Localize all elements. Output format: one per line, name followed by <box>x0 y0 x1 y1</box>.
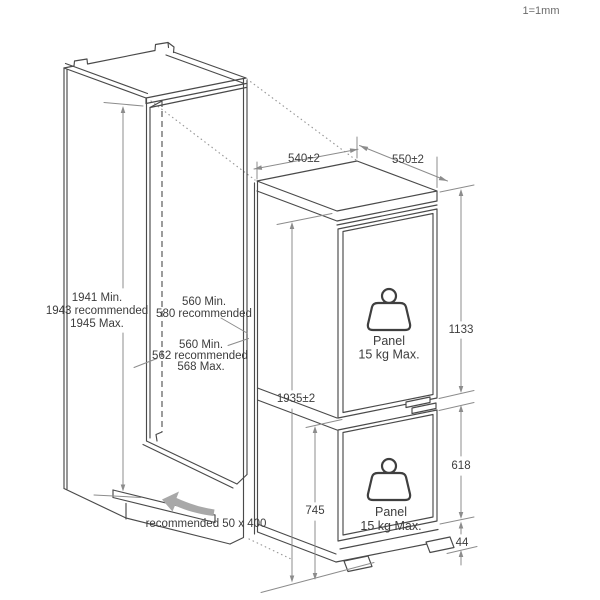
lower-section-height-label: 745 <box>305 505 324 517</box>
lower-door <box>337 409 438 542</box>
dimension-niche-inner-depth: 560 Min. 562 recommended 568 Max. <box>133 338 249 373</box>
dimension-niche-height: 1941 Min. 1943 recommended 1945 Max. <box>46 102 148 498</box>
weight-icon-upper <box>366 287 412 332</box>
niche-depth-min: 560 Min. <box>179 339 223 351</box>
appliance-depth-label: 550±2 <box>392 154 424 166</box>
upper-panel-label: Panel 15 kg Max. <box>358 334 419 362</box>
weight-icon-lower <box>366 457 412 502</box>
upper-door <box>337 208 438 419</box>
dimension-upper-door: 1133 <box>449 189 474 393</box>
bottom-extension-line <box>260 562 375 593</box>
upper-panel-line2: 15 kg Max. <box>358 348 419 362</box>
appliance-drawing <box>253 160 455 573</box>
appliance-foot-left <box>343 555 373 573</box>
upper-door-height-label: 1133 <box>449 324 474 336</box>
appliance-width-label: 540±2 <box>288 153 320 165</box>
appliance-foot-right <box>425 536 455 554</box>
niche-height-recommended: 1943 recommended <box>46 305 148 317</box>
dimension-niche-inner-width: 560 Min. 580 recommended <box>156 296 252 334</box>
vent-airflow-arrow <box>162 491 215 516</box>
projection-lines <box>150 78 357 560</box>
niche-depth-max: 568 Max. <box>177 361 224 373</box>
niche-drawing <box>63 41 248 545</box>
niche-width-recommended: 580 recommended <box>156 308 252 320</box>
niche-depth-recommended: 562 recommended <box>152 350 248 362</box>
appliance-height-label: 1935±2 <box>277 393 315 405</box>
dimension-lower-door: 618 <box>451 405 471 519</box>
lower-door-height-label: 618 <box>451 460 470 472</box>
right-extension-lines <box>438 184 478 554</box>
upper-panel-line1: Panel <box>373 334 405 348</box>
dimension-lower-section: 745 <box>305 419 343 580</box>
lower-panel-label: Panel 15 kg Max. <box>360 505 421 533</box>
dimension-plinth: 44 <box>456 521 469 566</box>
plinth-height-label: 44 <box>456 537 469 549</box>
door-hinge-bracket <box>405 396 437 415</box>
dimension-appliance-width: 540±2 <box>253 136 359 180</box>
niche-height-min: 1941 Min. <box>72 292 123 304</box>
dimension-appliance-height: 1935±2 <box>276 213 333 583</box>
lower-panel-line2: 15 kg Max. <box>360 519 421 533</box>
dimension-appliance-depth: 550±2 <box>359 145 448 188</box>
niche-width-min: 560 Min. <box>182 296 226 308</box>
scale-note: 1=1mm <box>523 5 560 17</box>
niche-height-max: 1945 Max. <box>70 318 124 330</box>
vent-recommendation-label: recommended 50 x 400 <box>146 518 267 530</box>
appliance-top-face <box>256 160 438 212</box>
lower-panel-line1: Panel <box>375 505 407 519</box>
